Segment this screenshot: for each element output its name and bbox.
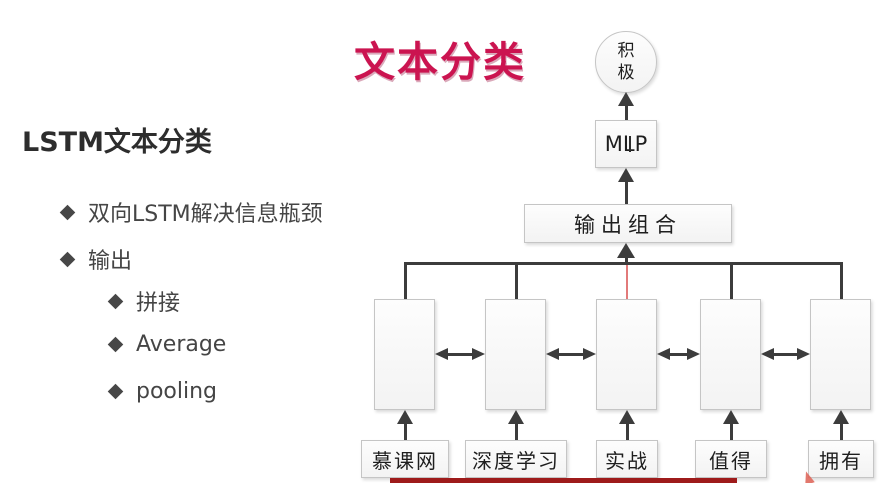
bullet-label: 拼接 xyxy=(136,291,181,316)
bullet-item: 拼接 xyxy=(107,285,181,317)
bullet-label: 双向LSTM解决信息瓶颈 xyxy=(88,202,323,227)
bullet-item: pooling xyxy=(107,379,218,404)
arrow-shaft xyxy=(624,105,628,121)
arrow-up-icon xyxy=(508,410,524,424)
input-word-4: 值得 xyxy=(695,440,767,478)
lstm-cell-4 xyxy=(700,299,761,410)
lstm-cell-5 xyxy=(810,299,871,410)
bullet-item: 双向LSTM解决信息瓶颈 xyxy=(59,196,323,228)
connector-drop xyxy=(729,264,733,299)
arrow-shaft xyxy=(625,423,629,440)
arrow-shaft xyxy=(839,423,843,440)
arrow-shaft xyxy=(729,423,733,440)
slide-title: 文本分类 xyxy=(354,38,526,86)
arrow-up-icon xyxy=(619,410,635,424)
lstm-cell-2 xyxy=(485,299,546,410)
bullet-label: 输出 xyxy=(88,249,133,274)
arrow-shaft xyxy=(624,181,628,205)
section-heading: LSTM文本分类 xyxy=(22,127,212,158)
diamond-bullet-icon xyxy=(59,251,76,267)
arrow-shaft xyxy=(514,423,518,440)
output-class-line2: 极 xyxy=(617,63,635,83)
word-label: 值得 xyxy=(709,448,753,473)
connector-drop xyxy=(839,264,843,299)
diamond-bullet-icon xyxy=(107,336,124,353)
word-label: 深度学习 xyxy=(472,448,560,473)
arrow-shaft xyxy=(403,423,407,440)
output-class-line1: 积 xyxy=(617,40,635,61)
double-arrow-icon xyxy=(657,348,700,361)
arrow-up-icon xyxy=(723,410,739,424)
output-combine-label: 输出组合 xyxy=(574,212,682,237)
double-arrow-icon xyxy=(761,348,810,361)
arrow-up-icon xyxy=(618,92,634,106)
word-label: 慕课网 xyxy=(372,448,438,473)
word-label: 拥有 xyxy=(819,448,863,473)
bullet-item: 输出 xyxy=(59,243,133,275)
video-progress-bar xyxy=(390,478,737,483)
arrow-shaft xyxy=(624,257,628,263)
red-annotation-line xyxy=(625,265,628,309)
bullet-item: Average xyxy=(107,332,227,357)
connector-drop xyxy=(403,264,407,299)
output-class-node: 积 极 xyxy=(595,31,657,93)
arrow-up-icon xyxy=(833,410,849,424)
double-arrow-icon xyxy=(546,348,596,361)
input-word-3: 实战 xyxy=(596,440,658,478)
input-word-1: 慕课网 xyxy=(361,440,449,478)
mlp-label: MLP xyxy=(604,132,648,156)
arrow-up-icon xyxy=(618,168,634,182)
lstm-cell-1 xyxy=(374,299,435,410)
connector-bus xyxy=(404,262,843,265)
word-label: 实战 xyxy=(605,448,649,473)
lstm-cell-3 xyxy=(596,299,657,410)
double-arrow-icon xyxy=(435,348,485,361)
output-combine-node: 输出组合 xyxy=(524,204,732,243)
arrow-up-icon xyxy=(617,243,635,258)
input-word-2: 深度学习 xyxy=(465,440,567,478)
diamond-bullet-icon xyxy=(107,383,124,400)
bullet-label: Average xyxy=(136,332,227,357)
connector-drop xyxy=(514,264,518,299)
diamond-bullet-icon xyxy=(107,293,124,309)
input-word-5: 拥有 xyxy=(808,440,874,478)
mlp-node: MLP xyxy=(595,120,657,168)
arrow-up-icon xyxy=(397,410,413,424)
text-cursor xyxy=(629,136,631,152)
diamond-bullet-icon xyxy=(59,204,76,220)
bullet-label: pooling xyxy=(136,379,218,404)
